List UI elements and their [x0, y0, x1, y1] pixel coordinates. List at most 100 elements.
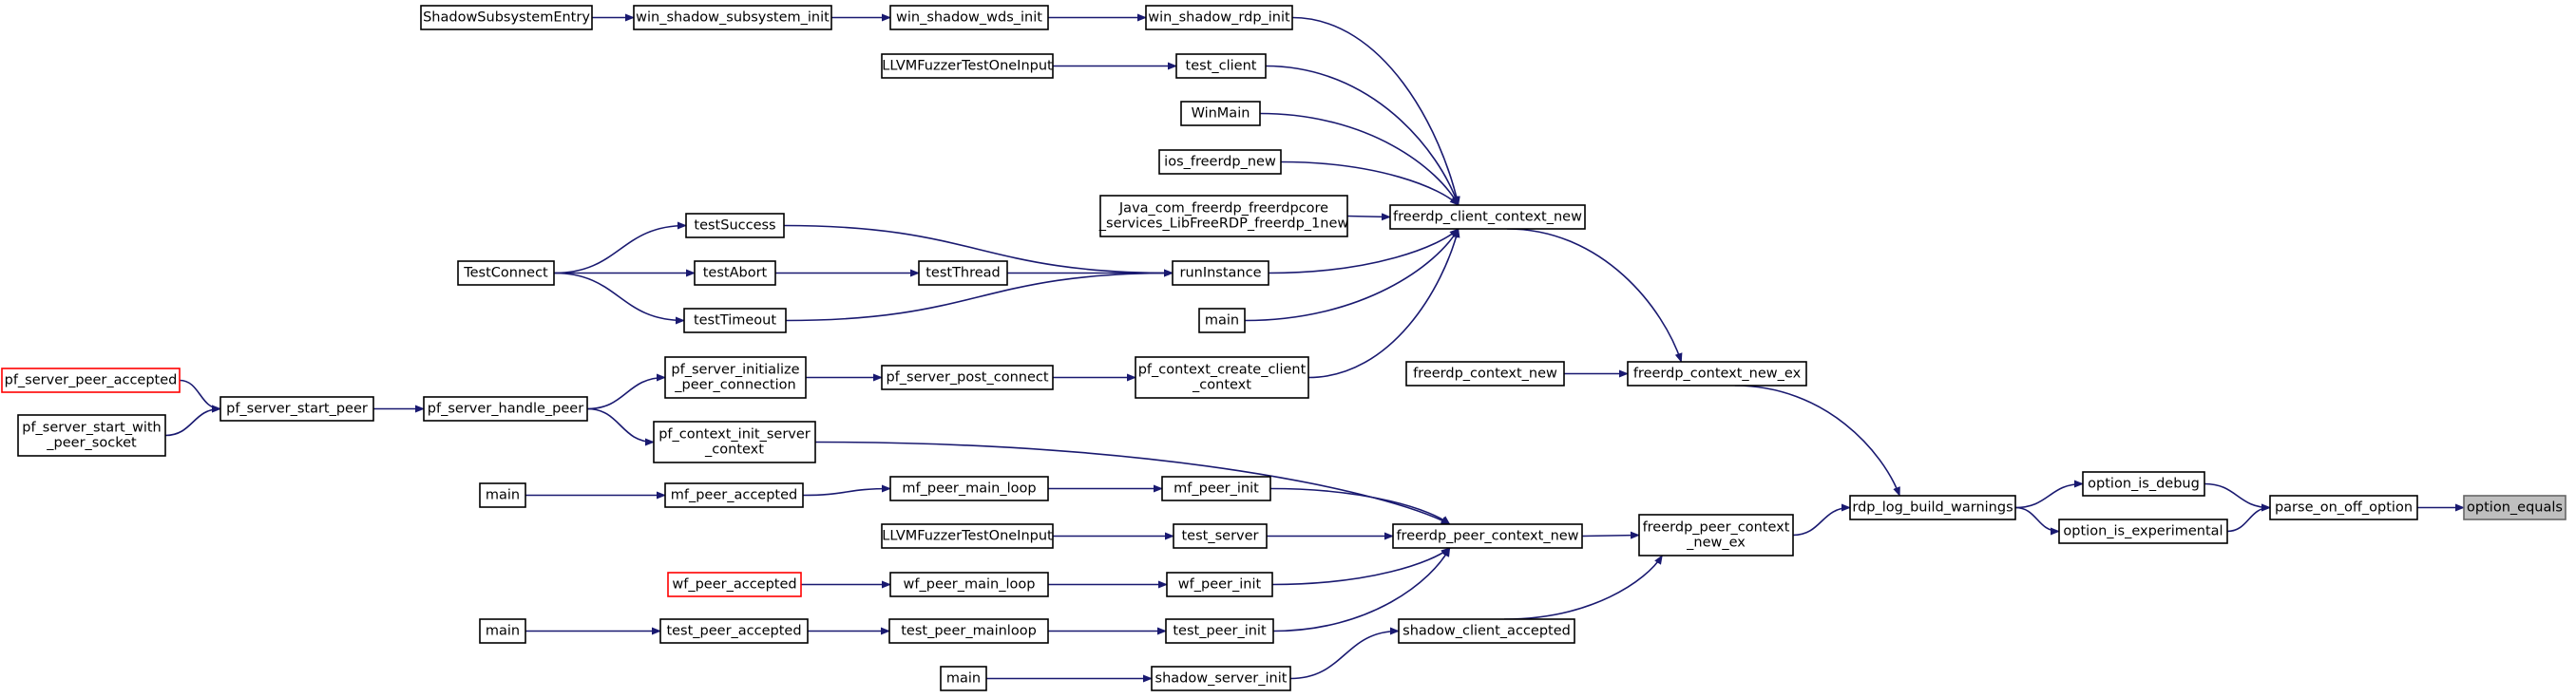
node-llvm-fuzzer-1[interactable]: LLVMFuzzerTestOneInput — [881, 53, 1054, 79]
node-label: _services_LibFreeRDP_freerdp_1new — [1098, 217, 1349, 232]
node-pf-server-peer-accepted[interactable]: pf_server_peer_accepted — [1, 368, 181, 393]
node-mf-peer-accepted[interactable]: mf_peer_accepted — [664, 482, 804, 508]
node-java-freerdp-new[interactable]: Java_com_freerdp_freerdpcore_services_Li… — [1098, 195, 1349, 237]
node-label: WinMain — [1192, 106, 1250, 122]
node-freerdp-peer-context-new[interactable]: freerdp_peer_context_new — [1392, 523, 1583, 549]
node-rdp-log-build-warnings[interactable]: rdp_log_build_warnings — [1849, 495, 2016, 520]
node-pf-server-initialize-peer-connection[interactable]: pf_server_initialize_peer_connection — [664, 356, 807, 399]
node-win-shadow-rdp-init[interactable]: win_shadow_rdp_init — [1145, 5, 1293, 30]
node-label: main — [486, 624, 520, 639]
node-test-timeout[interactable]: testTimeout — [683, 308, 787, 333]
node-wf-peer-main-loop[interactable]: wf_peer_main_loop — [889, 572, 1049, 597]
node-pf-server-handle-peer[interactable]: pf_server_handle_peer — [423, 396, 588, 422]
node-label: test_peer_init — [1173, 624, 1267, 639]
edge-test-timeout-to-run-instance — [785, 269, 1174, 322]
node-label: TestConnect — [463, 266, 548, 281]
node-label: main — [946, 671, 981, 687]
node-label: pf_server_peer_accepted — [5, 373, 178, 388]
node-run-instance[interactable]: runInstance — [1172, 260, 1269, 286]
edge-test-peer-init-to-freerdp-peer-context-new — [1272, 547, 1451, 632]
node-pf-context-create-client-context[interactable]: pf_context_create_client_context — [1135, 356, 1309, 399]
node-freerdp-client-context-new[interactable]: freerdp_client_context_new — [1389, 204, 1586, 230]
edge-run-instance-to-freerdp-client-context-new — [1268, 228, 1460, 274]
edge-main-1-to-freerdp-client-context-new — [1244, 228, 1460, 322]
node-pf-server-post-connect[interactable]: pf_server_post_connect — [881, 365, 1054, 390]
node-label: rdp_log_build_warnings — [1852, 500, 2013, 516]
node-label: freerdp_context_new — [1413, 367, 1557, 382]
node-freerdp-context-new-ex[interactable]: freerdp_context_new_ex — [1627, 361, 1807, 387]
node-main-4[interactable]: main — [940, 666, 987, 691]
node-label: _context — [704, 443, 764, 458]
node-test-peer-accepted[interactable]: test_peer_accepted — [659, 618, 809, 644]
node-parse-on-off-option[interactable]: parse_on_off_option — [2269, 495, 2418, 520]
node-label: wf_peer_init — [1178, 577, 1262, 593]
node-label: main — [486, 488, 520, 503]
node-label: option_is_experimental — [2063, 524, 2223, 539]
node-label: freerdp_peer_context — [1643, 520, 1790, 536]
node-label: wf_peer_main_loop — [904, 577, 1036, 593]
node-mf-peer-main-loop[interactable]: mf_peer_main_loop — [889, 476, 1049, 501]
node-test-thread[interactable]: testThread — [918, 260, 1008, 286]
node-label: _peer_connection — [674, 378, 795, 393]
edge-freerdp-context-new-ex-to-rdp-log-build-warnings — [1734, 385, 1900, 497]
node-option-equals[interactable]: option_equals — [2463, 495, 2566, 520]
node-label: option_equals — [2467, 500, 2563, 516]
edge-test-client-to-freerdp-client-context-new — [1265, 65, 1460, 206]
node-test-success[interactable]: testSuccess — [685, 213, 785, 238]
edge-test-success-to-run-instance — [783, 224, 1174, 277]
node-label: testSuccess — [694, 218, 775, 234]
node-llvm-fuzzer-2[interactable]: LLVMFuzzerTestOneInput — [881, 523, 1054, 549]
node-label: pf_server_handle_peer — [428, 402, 583, 417]
node-main-1[interactable]: main — [1198, 308, 1246, 333]
edge-shadow-server-init-to-shadow-client-accepted — [1289, 627, 1400, 680]
node-win-shadow-subsystem-init[interactable]: win_shadow_subsystem_init — [633, 5, 832, 30]
node-wf-peer-init[interactable]: wf_peer_init — [1166, 572, 1273, 597]
node-freerdp-context-new[interactable]: freerdp_context_new — [1405, 361, 1565, 387]
node-label: shadow_server_init — [1155, 671, 1288, 687]
node-label: freerdp_context_new_ex — [1633, 367, 1802, 382]
edge-rdp-log-build-warnings-to-option-is-experimental — [2014, 506, 2060, 536]
node-ios-freerdp-new[interactable]: ios_freerdp_new — [1158, 149, 1282, 175]
node-label: _peer_socket — [46, 436, 137, 451]
node-test-client[interactable]: test_client — [1175, 53, 1267, 79]
node-label: pf_context_init_server — [658, 427, 811, 443]
node-wf-peer-accepted[interactable]: wf_peer_accepted — [667, 572, 802, 597]
node-option-is-experimental[interactable]: option_is_experimental — [2058, 519, 2228, 544]
node-test-server[interactable]: test_server — [1173, 523, 1268, 549]
node-main-2[interactable]: main — [479, 482, 526, 508]
node-test-peer-mainloop[interactable]: test_peer_mainloop — [888, 618, 1049, 644]
nodes-layer: option_equals parse_on_off_option option_i… — [1, 5, 2566, 691]
node-mf-peer-init[interactable]: mf_peer_init — [1161, 476, 1271, 501]
node-label: win_shadow_rdp_init — [1148, 10, 1290, 26]
node-label: parse_on_off_option — [2275, 500, 2413, 516]
edge-freerdp-peer-context-new-to-freerdp-peer-context-new-ex — [1581, 531, 1640, 539]
node-main-3[interactable]: main — [479, 618, 526, 644]
edges-layer — [164, 13, 2465, 683]
node-label: mf_peer_main_loop — [902, 481, 1036, 497]
node-label: LLVMFuzzerTestOneInput — [882, 59, 1053, 74]
node-label: test_peer_accepted — [666, 624, 801, 639]
node-test-peer-init[interactable]: test_peer_init — [1165, 618, 1274, 644]
node-pf-context-init-server-context[interactable]: pf_context_init_server_context — [653, 421, 816, 463]
node-test-connect[interactable]: TestConnect — [457, 260, 555, 286]
node-shadow-server-init[interactable]: shadow_server_init — [1151, 666, 1291, 691]
node-pf-server-start-peer[interactable]: pf_server_start_peer — [219, 396, 374, 422]
node-shadow-client-accepted[interactable]: shadow_client_accepted — [1398, 618, 1575, 644]
node-shadow-subsystem-entry[interactable]: ShadowSubsystemEntry — [420, 5, 593, 30]
node-pf-server-start-with-peer-socket[interactable]: pf_server_start_with_peer_socket — [17, 414, 166, 457]
node-freerdp-peer-context-new-ex[interactable]: freerdp_peer_context_new_ex — [1638, 514, 1794, 557]
edge-shadow-client-accepted-to-freerdp-peer-context-new-ex — [1503, 555, 1663, 620]
node-label: Java_com_freerdp_freerdpcore — [1118, 201, 1328, 217]
node-option-is-debug[interactable]: option_is_debug — [2082, 471, 2205, 497]
node-label: win_shadow_wds_init — [896, 10, 1042, 26]
node-label: main — [1205, 313, 1239, 329]
edge-pf-server-handle-peer-to-pf-context-init-server-context — [586, 407, 655, 446]
node-win-shadow-wds-init[interactable]: win_shadow_wds_init — [889, 5, 1049, 30]
edge-ios-freerdp-new-to-freerdp-client-context-new — [1280, 160, 1460, 206]
node-label: testThread — [925, 266, 1001, 281]
node-label: pf_server_post_connect — [886, 370, 1048, 386]
node-winmain[interactable]: WinMain — [1180, 101, 1261, 126]
node-test-abort[interactable]: testAbort — [694, 260, 776, 286]
node-label: pf_server_start_with — [22, 421, 162, 436]
